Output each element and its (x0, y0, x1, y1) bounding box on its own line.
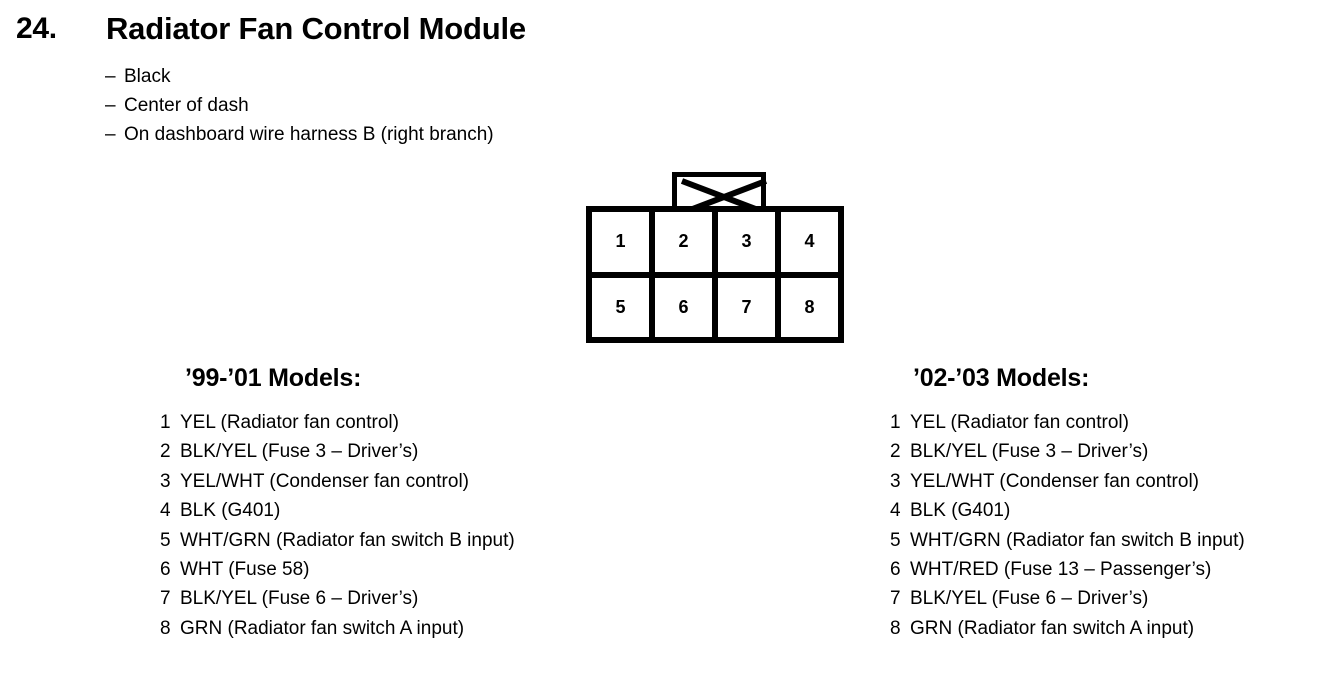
pin-description: YEL (Radiator fan control) (180, 412, 399, 433)
pin-list-item: 8 GRN (Radiator fan switch A input) (890, 616, 1245, 645)
pin-list-heading: ’02-’03 Models: (913, 364, 1090, 392)
dash-icon: – (105, 124, 116, 145)
pin-list-item: 3 YEL/WHT (Condenser fan control) (890, 469, 1245, 498)
pin-list-item: 4 BLK (G401) (160, 498, 515, 527)
note-list: – Black – Center of dash – On dashboard … (105, 64, 805, 151)
pin-number: 8 (160, 617, 171, 639)
pin-description: YEL (Radiator fan control) (910, 412, 1129, 433)
pin-list-item: 6 WHT (Fuse 58) (160, 557, 515, 586)
pin-list-item: 2 BLK/YEL (Fuse 3 – Driver’s) (890, 439, 1245, 468)
pin-description: GRN (Radiator fan switch A input) (180, 617, 465, 639)
pin-description: WHT/GRN (Radiator fan switch B input) (910, 529, 1245, 551)
pin-row-top: 1 2 3 4 (592, 212, 838, 278)
note-text: Black (124, 66, 171, 87)
pin-list-02-03: ’02-’03 Models: 1 YEL (Radiator fan cont… (890, 366, 1245, 645)
pin-list-item: 7 BLK/YEL (Fuse 6 – Driver’s) (160, 586, 515, 615)
pin-number: 1 (890, 412, 901, 433)
pin-number: 4 (890, 500, 901, 522)
pin-list-item: 8 GRN (Radiator fan switch A input) (160, 616, 515, 645)
pin-cell: 8 (804, 296, 815, 317)
page-title: Radiator Fan Control Module (106, 11, 526, 46)
pin-cell: 6 (655, 277, 718, 337)
pin-list-item: 7 BLK/YEL (Fuse 6 – Driver’s) (890, 586, 1245, 615)
pin-number: 2 (890, 441, 901, 463)
pin-list-item: 6 WHT/RED (Fuse 13 – Passenger’s) (890, 557, 1245, 586)
note-item: – On dashboard wire harness B (right bra… (105, 122, 805, 151)
pin-cell: 3 (718, 212, 781, 272)
pin-list-heading: ’99-’01 Models: (185, 364, 362, 392)
pin-list-item: 2 BLK/YEL (Fuse 3 – Driver’s) (160, 439, 515, 468)
note-item: – Black (105, 64, 805, 93)
pin-description: BLK/YEL (Fuse 6 – Driver’s) (180, 588, 419, 610)
pin-number: 5 (160, 529, 171, 551)
pin-list-item: 5 WHT/GRN (Radiator fan switch B input) (890, 528, 1245, 557)
pin-list-item: 3 YEL/WHT (Condenser fan control) (160, 469, 515, 498)
pin-cell: 5 (592, 277, 655, 337)
note-text: On dashboard wire harness B (right branc… (124, 124, 494, 145)
pin-number: 3 (160, 470, 171, 492)
pin-list-item: 1 YEL (Radiator fan control) (160, 410, 515, 439)
pin-number: 6 (890, 558, 901, 580)
pin-cell: 7 (718, 277, 781, 337)
connector-pin-grid: 1 2 3 4 5 6 7 8 (586, 206, 844, 343)
connector-diagram: 1 2 3 4 5 6 7 8 (586, 172, 844, 343)
pin-description: YEL/WHT (Condenser fan control) (180, 470, 469, 492)
pin-cell: 2 (655, 212, 718, 272)
pin-number: 7 (160, 588, 171, 610)
pin-description: YEL/WHT (Condenser fan control) (910, 470, 1199, 492)
pin-description: BLK (G401) (180, 500, 281, 522)
pin-number: 4 (160, 500, 171, 522)
pin-description: WHT (Fuse 58) (180, 558, 310, 580)
pin-list-item: 4 BLK (G401) (890, 498, 1245, 527)
pin-description: WHT/GRN (Radiator fan switch B input) (180, 529, 515, 551)
pin-cell: 1 (592, 212, 655, 272)
pin-row-bottom: 5 6 7 8 (592, 277, 838, 337)
pin-cell: 4 (804, 231, 815, 252)
pin-description: GRN (Radiator fan switch A input) (910, 617, 1195, 639)
pin-description: BLK/YEL (Fuse 3 – Driver’s) (910, 441, 1149, 463)
pin-description: BLK (G401) (910, 500, 1011, 522)
pin-number: 7 (890, 588, 901, 610)
connector-latch-tab (672, 172, 768, 216)
dash-icon: – (105, 66, 116, 87)
dash-icon: – (105, 95, 116, 116)
pin-list-item: 1 YEL (Radiator fan control) (890, 410, 1245, 439)
pin-number: 1 (160, 412, 171, 433)
pin-list-item: 5 WHT/GRN (Radiator fan switch B input) (160, 528, 515, 557)
pin-list-99-01: ’99-’01 Models: 1 YEL (Radiator fan cont… (160, 366, 515, 645)
pin-number: 3 (890, 470, 901, 492)
pin-number: 6 (160, 558, 171, 580)
note-text: Center of dash (124, 95, 249, 116)
pin-number: 8 (890, 617, 901, 639)
section-number: 24. (16, 12, 57, 45)
note-item: – Center of dash (105, 93, 805, 122)
pin-number: 5 (890, 529, 901, 551)
pin-description: BLK/YEL (Fuse 6 – Driver’s) (910, 588, 1149, 610)
pin-number: 2 (160, 441, 171, 463)
pin-description: BLK/YEL (Fuse 3 – Driver’s) (180, 441, 419, 463)
pin-description: WHT/RED (Fuse 13 – Passenger’s) (910, 558, 1212, 580)
